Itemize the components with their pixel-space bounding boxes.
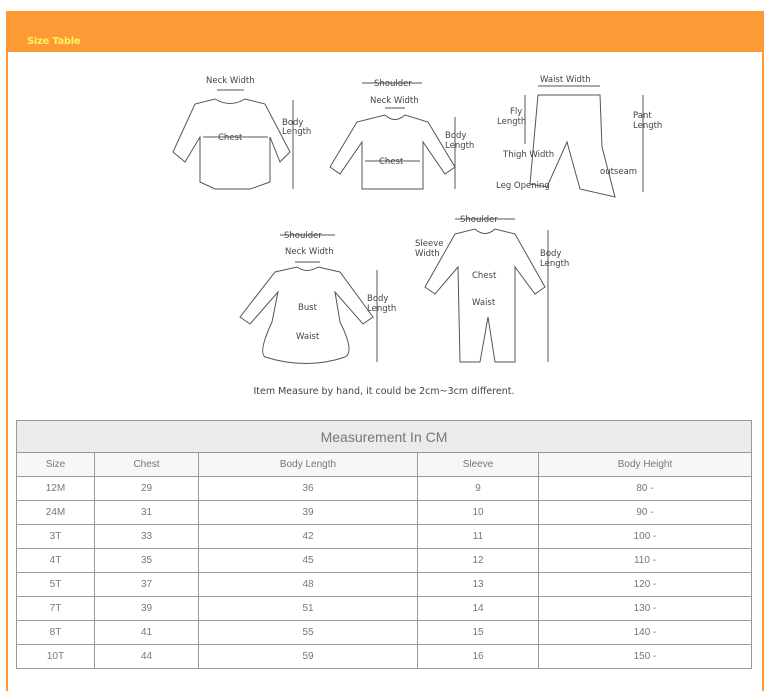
table-cell: 11	[417, 524, 539, 549]
diagram-label: Chest	[472, 271, 497, 281]
bodysuit-drawing	[172, 89, 294, 190]
table-cell: 51	[198, 596, 418, 621]
diagram-label: Neck Width	[206, 76, 255, 86]
diagram-label: Shoulder	[460, 215, 498, 225]
column-header: Body Height	[538, 452, 752, 477]
table-cell: 39	[198, 500, 418, 525]
table-cell: 12	[417, 548, 539, 573]
table-cell: 59	[198, 644, 418, 669]
size-diagram: Neck Width Body Length Chest Shoulder Ne…	[172, 75, 662, 364]
header-title: Size Table	[27, 36, 81, 47]
table-cell: 12M	[16, 476, 95, 501]
column-header: Size	[16, 452, 95, 477]
diagram-label: Fly	[510, 107, 522, 117]
diagram-label: Waist	[472, 298, 496, 308]
diagram-label: outseam	[600, 167, 637, 177]
table-cell: 29	[94, 476, 199, 501]
table-cell: 42	[198, 524, 418, 549]
diagram-label: Shoulder	[284, 231, 322, 241]
diagram-label: Width	[415, 249, 440, 259]
table-cell: 90 -	[538, 500, 752, 525]
table-cell: 31	[94, 500, 199, 525]
column-header: Chest	[94, 452, 199, 477]
diagram-label: Waist Width	[540, 75, 591, 85]
diagram-label: Body	[445, 131, 466, 141]
diagram-label: Sleeve	[415, 239, 443, 249]
diagram-label: Thigh Width	[502, 150, 554, 160]
diagram-label: Length	[445, 141, 474, 151]
table-cell: 10	[417, 500, 539, 525]
table-cell: 35	[94, 548, 199, 573]
table-cell: 120 -	[538, 572, 752, 597]
diagram-label: Body	[540, 249, 561, 259]
table-cell: 44	[94, 644, 199, 669]
table-cell: 36	[198, 476, 418, 501]
diagram-label: Bust	[298, 303, 318, 313]
table-cell: 10T	[16, 644, 95, 669]
table-cell: 13	[417, 572, 539, 597]
table-cell: 16	[417, 644, 539, 669]
table-title: Measurement In CM	[16, 420, 752, 453]
table-cell: 9	[417, 476, 539, 501]
table-cell: 41	[94, 620, 199, 645]
diagram-label: Body	[367, 294, 388, 304]
page-frame	[6, 11, 764, 691]
diagram-label: Length	[367, 304, 396, 314]
table-cell: 8T	[16, 620, 95, 645]
diagram-label: Chest	[379, 157, 404, 167]
diagram-label: Length	[497, 117, 526, 127]
table-cell: 15	[417, 620, 539, 645]
table-cell: 100 -	[538, 524, 752, 549]
diagram-label: Neck Width	[285, 247, 334, 257]
diagram-label: Pant	[633, 111, 652, 121]
diagram-label: Leg Opening	[496, 181, 550, 191]
table-cell: 55	[198, 620, 418, 645]
diagram-label: Chest	[218, 133, 243, 143]
table-cell: 48	[198, 572, 418, 597]
column-header: Body Length	[198, 452, 418, 477]
pants-drawing	[524, 85, 644, 198]
table-cell: 24M	[16, 500, 95, 525]
table-cell: 7T	[16, 596, 95, 621]
table-cell: 130 -	[538, 596, 752, 621]
table-cell: 110 -	[538, 548, 752, 573]
dress-drawing	[239, 234, 378, 364]
column-header: Sleeve	[417, 452, 539, 477]
table-cell: 140 -	[538, 620, 752, 645]
table-cell: 39	[94, 596, 199, 621]
diagram-label: Neck Width	[370, 96, 419, 106]
diagram-label: Body	[282, 118, 303, 128]
tshirt-drawing	[329, 82, 456, 190]
table-cell: 45	[198, 548, 418, 573]
diagram-label: Length	[633, 121, 662, 131]
diagram-label: Length	[282, 127, 311, 137]
romper-drawing	[424, 218, 549, 363]
table-cell: 33	[94, 524, 199, 549]
table-cell: 14	[417, 596, 539, 621]
table-cell: 3T	[16, 524, 95, 549]
table-cell: 150 -	[538, 644, 752, 669]
diagram-label: Waist	[296, 332, 320, 342]
table-cell: 80 -	[538, 476, 752, 501]
table-cell: 5T	[16, 572, 95, 597]
diagram-label: Shoulder	[374, 79, 412, 89]
table-cell: 4T	[16, 548, 95, 573]
table-cell: 37	[94, 572, 199, 597]
diagram-label: Length	[540, 259, 569, 269]
header-bar: Size Table	[6, 11, 764, 52]
measure-note: Item Measure by hand, it could be 2cm~3c…	[253, 386, 515, 397]
